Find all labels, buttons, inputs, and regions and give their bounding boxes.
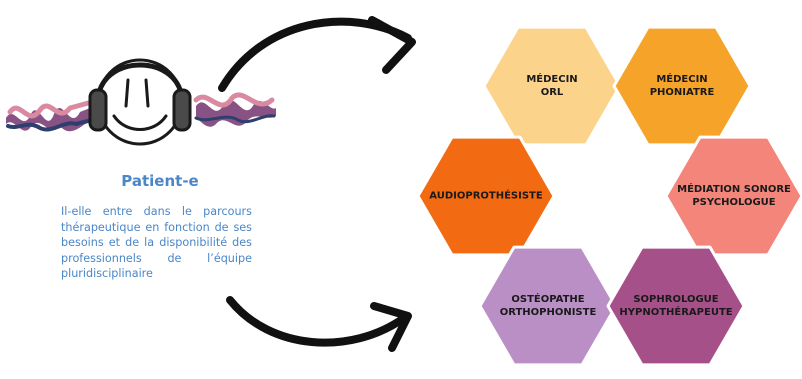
- hexagon-label-line1: MÉDIATION SONORE: [677, 184, 791, 195]
- hexagon-label-line1: MÉDECIN: [526, 74, 578, 85]
- hexagon-label-line2: PHONIATRE: [649, 87, 715, 98]
- patient-title: Patient-e: [121, 172, 199, 190]
- hexagon-label-line2: PSYCHOLOGUE: [692, 197, 776, 208]
- hexagon-label-line2: ORL: [540, 87, 564, 98]
- hexagon-label-audioprothesiste: AUDIOPROTHÉSISTE: [429, 190, 542, 203]
- hexagon-label-osteopathe: OSTÉOPATHE ORTHOPHONISTE: [500, 293, 597, 319]
- hexagon-label-line2: HYPNOTHÉRAPEUTE: [619, 307, 733, 318]
- hexagon-osteopathe: [478, 245, 618, 367]
- hexagon-label-line1: MÉDECIN: [656, 74, 708, 85]
- hexagon-label-sophrologue: SOPHROLOGUE HYPNOTHÉRAPEUTE: [619, 293, 732, 319]
- curved-arrow-icon: [226, 296, 412, 352]
- sound-wave-icon: [6, 92, 276, 132]
- headphones-face-icon: [88, 58, 192, 146]
- hexagon-label-line1: AUDIOPROTHÉSISTE: [429, 190, 543, 202]
- hexagon-group: [416, 25, 802, 367]
- hexagon-label-line1: OSTÉOPATHE: [511, 294, 585, 305]
- hexagon-label-line1: SOPHROLOGUE: [633, 294, 719, 305]
- hexagon-label-line2: ORTHOPHONISTE: [499, 307, 597, 318]
- hexagon-sophrologue: [606, 245, 746, 367]
- hexagon-label-medecin-phoniatre: MÉDECIN PHONIATRE: [650, 73, 715, 99]
- hexagon-medecin-orl: [482, 25, 622, 147]
- hexagon-mediation-sonore: [664, 135, 802, 257]
- hexagon-label-medecin-orl: MÉDECIN ORL: [526, 73, 577, 99]
- curved-arrow-icon: [218, 16, 416, 92]
- hexagon-label-mediation-sonore: MÉDIATION SONORE PSYCHOLOGUE: [677, 183, 791, 209]
- patient-description: Il-elle entre dans le parcours thérapeut…: [61, 205, 252, 280]
